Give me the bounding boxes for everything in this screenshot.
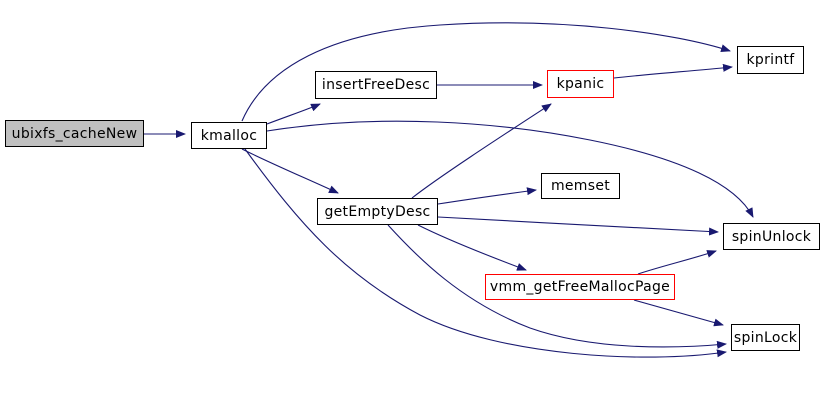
node-kprintf[interactable]: kprintf (737, 46, 804, 74)
node-label: memset (550, 178, 611, 194)
edge-kmalloc-to-spinUnlock (266, 120, 754, 218)
node-label: getEmptyDesc (324, 203, 431, 220)
edge-vmm_getFreeMallocPage-to-spinUnlock (637, 250, 717, 275)
node-label: kmalloc (200, 127, 258, 144)
edge-getEmptyDesc-to-memset (437, 187, 537, 205)
node-label: vmm_getFreeMallocPage (489, 279, 671, 295)
edge-kmalloc-to-getEmptyDesc (241, 148, 339, 194)
node-spinLock[interactable]: spinLock (731, 324, 800, 351)
node-getEmptyDesc[interactable]: getEmptyDesc (317, 198, 438, 225)
node-label: kprintf (746, 52, 795, 68)
edge-getEmptyDesc-to-kpanic (411, 103, 552, 199)
node-label: insertFreeDesc (321, 77, 431, 93)
node-label: spinLock (733, 329, 798, 346)
node-spinUnlock[interactable]: spinUnlock (723, 223, 820, 250)
node-label: spinUnlock (731, 228, 812, 245)
node-kpanic[interactable]: kpanic (547, 70, 614, 98)
edge-kmalloc-to-spinLock (244, 148, 727, 358)
node-ubixfs_cacheNew: ubixfs_cacheNew (5, 120, 144, 147)
edge-getEmptyDesc-to-spinLock (387, 224, 727, 349)
edge-kmalloc-to-kprintf (241, 22, 731, 122)
node-kmalloc[interactable]: kmalloc (191, 122, 267, 149)
node-label: kpanic (556, 76, 605, 92)
edge-kmalloc-to-insertFreeDesc (266, 103, 321, 125)
edge-getEmptyDesc-to-spinUnlock (437, 216, 719, 236)
node-label: ubixfs_cacheNew (11, 125, 138, 142)
edge-vmm_getFreeMallocPage-to-spinLock (633, 299, 724, 327)
edge-getEmptyDesc-to-vmm_getFreeMallocPage (417, 224, 527, 271)
node-memset[interactable]: memset (541, 173, 620, 199)
node-insertFreeDesc[interactable]: insertFreeDesc (315, 71, 437, 99)
edge-kpanic-to-kprintf (613, 63, 733, 79)
node-vmm_getFreeMallocPage[interactable]: vmm_getFreeMallocPage (485, 274, 675, 300)
